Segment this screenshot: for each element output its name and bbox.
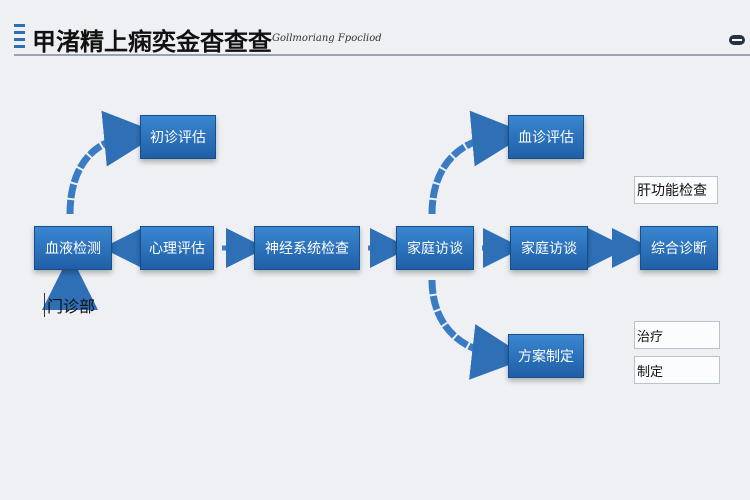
node-neuro-exam[interactable]: 神经系统检查 [254, 226, 360, 270]
node-psych-eval[interactable]: 心理评估 [140, 226, 214, 270]
logo-bar-icon [14, 24, 25, 27]
node-label: 家庭访谈 [407, 241, 463, 257]
label-liver-check: 肝功能检查 [634, 176, 718, 204]
node-family-interview-1[interactable]: 家庭访谈 [396, 226, 474, 270]
node-label: 初诊评估 [150, 130, 206, 146]
node-label: 血诊评估 [518, 130, 574, 146]
arrow-curve-blood-to-initial [66, 110, 160, 215]
label-outpatient: 门诊部 [44, 293, 95, 317]
node-initial-eval[interactable]: 初诊评估 [140, 115, 216, 159]
node-blood-test[interactable]: 血液检测 [34, 226, 112, 270]
menu-icon[interactable] [729, 35, 745, 45]
label-treatment: 治疗 [634, 321, 720, 349]
node-family-interview-2[interactable]: 家庭访谈 [510, 226, 588, 270]
header-divider [14, 54, 750, 56]
logo-bar-icon [14, 31, 25, 34]
arrow-curve-family-to-plan [428, 279, 528, 380]
page-title: 甲渚精上痫奕金杳查查 [32, 28, 272, 56]
label-formulation: 制定 [634, 356, 720, 384]
node-diagnosis[interactable]: 综合诊断 [640, 226, 718, 270]
node-label: 神经系统检查 [265, 241, 349, 257]
page-subtitle: Gollmoriang Fpocliod [272, 33, 382, 44]
page-header: 甲渚精上痫奕金杳查查 Gollmoriang Fpocliod [0, 0, 750, 56]
label-text: 肝功能检查 [637, 183, 707, 199]
arrow-curve-family-to-bloodeval [428, 110, 528, 215]
logo-bar-icon [14, 38, 25, 41]
node-blood-eval[interactable]: 血诊评估 [508, 115, 584, 159]
node-label: 方案制定 [518, 349, 574, 365]
node-plan[interactable]: 方案制定 [508, 334, 584, 378]
node-label: 血液检测 [45, 241, 101, 257]
node-label: 综合诊断 [651, 241, 707, 257]
label-text: 治疗 [637, 329, 664, 345]
node-label: 心理评估 [149, 241, 205, 257]
node-label: 家庭访谈 [521, 241, 577, 257]
label-text: 制定 [637, 364, 664, 380]
logo-bar-icon [14, 45, 25, 48]
